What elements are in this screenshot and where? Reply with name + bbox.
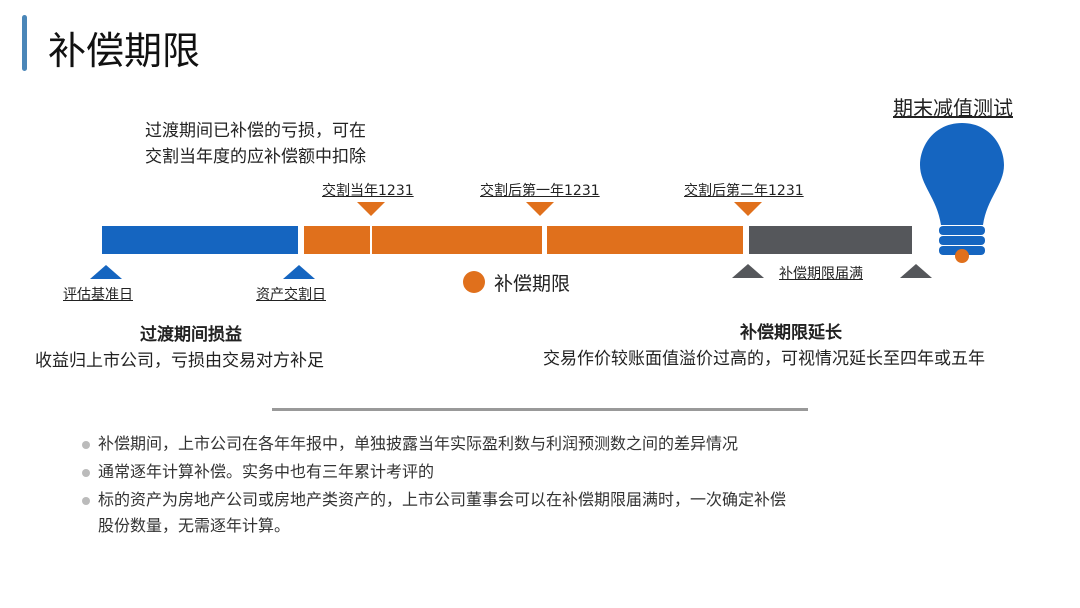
bullet-text: 补偿期间，上市公司在各年年报中，单独披露当年实际盈利数与利润预测数之间的差异情况 [98,434,739,453]
bullet-item: 标的资产为房地产公司或房地产类资产的，上市公司董事会可以在补偿期限届满时，一次确… [82,488,786,512]
transition-text: 收益归上市公司，亏损由交易对方补足 [35,351,324,371]
divider [272,408,808,411]
marker-triangle [734,202,762,216]
bullet-text: 股份数量，无需逐年计算。 [98,516,291,535]
bullet-text: 通常逐年计算补偿。实务中也有三年累计考评的 [98,462,435,481]
marker-triangle [526,202,554,216]
compensation-year1-bar [304,226,370,254]
marker-label: 交割后第二年1231 [684,183,804,199]
compensation-year2-bar [547,226,743,254]
note-line: 交割当年度的应补偿额中扣除 [145,147,366,167]
legend-dot [463,271,485,293]
marker-triangle [283,265,315,279]
title-accent-bar [22,15,27,71]
marker-label: 交割后第一年1231 [480,183,600,199]
note-line: 过渡期间已补偿的亏损，可在 [145,121,366,141]
marker-triangle [90,265,122,279]
marker-label: 交割当年1231 [322,183,414,199]
lightbulb-icon [920,123,1004,263]
bullet-item: 补偿期间，上市公司在各年年报中，单独披露当年实际盈利数与利润预测数之间的差异情况 [82,432,738,456]
bullet-item: 通常逐年计算补偿。实务中也有三年累计考评的 [82,460,434,484]
extension-heading: 补偿期限延长 [740,323,842,343]
extension-text: 交易作价较账面值溢价过高的，可视情况延长至四年或五年 [543,349,985,369]
expiry-label: 补偿期限届满 [779,266,863,282]
marker-triangle [357,202,385,216]
bullet-text: 标的资产为房地产公司或房地产类资产的，上市公司董事会可以在补偿期限届满时，一次确… [98,490,787,509]
extension-bar [749,226,912,254]
legend-label: 补偿期限 [494,273,571,295]
marker-triangle [900,264,932,278]
marker-label: 评估基准日 [63,287,133,303]
marker-triangle [732,264,764,278]
bulb-label: 期末减值测试 [893,96,1013,120]
page-title: 补偿期限 [48,29,201,73]
compensation-year1-bar [372,226,542,254]
transition-note: 过渡期间已补偿的亏损，可在 交割当年度的应补偿额中扣除 [145,118,366,170]
transition-period-bar [102,226,298,254]
bullet-continuation: 股份数量，无需逐年计算。 [98,514,290,538]
transition-heading: 过渡期间损益 [140,325,242,345]
marker-label: 资产交割日 [256,287,326,303]
